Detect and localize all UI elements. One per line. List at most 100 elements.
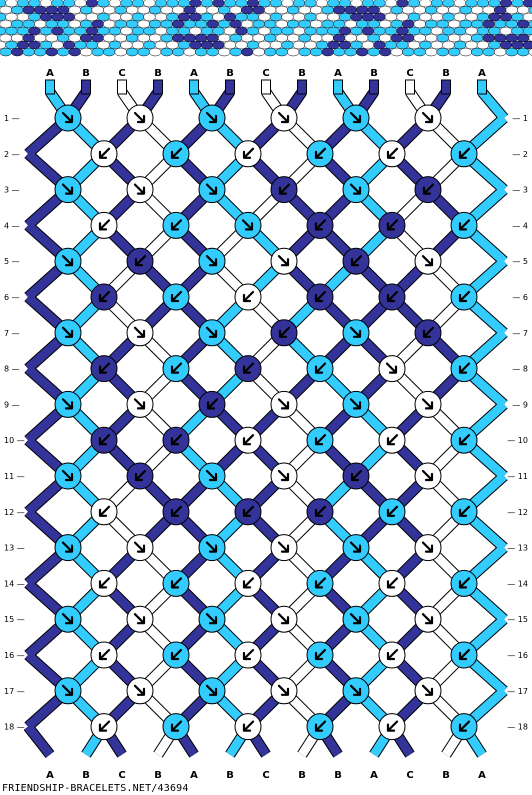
string-stub-top	[441, 79, 451, 95]
string-label-bottom: B	[298, 770, 306, 781]
knot-layer	[54, 104, 478, 741]
knot-arrow-icon	[98, 290, 111, 303]
string-label-top: B	[298, 68, 306, 79]
knot-arrow-icon	[242, 147, 255, 159]
knot-arrow-icon	[421, 541, 434, 553]
knot-arrow-icon	[278, 183, 291, 195]
row-label-left: 7 —	[4, 329, 20, 338]
row-label-left: 3 —	[4, 186, 20, 195]
knot-arrow-icon	[314, 505, 327, 517]
row-label-right: — 9	[512, 400, 528, 409]
knot-arrow-icon	[98, 505, 111, 517]
source-url-footer: FRIENDSHIP-BRACELETS.NET/43694	[2, 783, 189, 794]
knot-arrow-icon	[134, 469, 147, 482]
knot-arrow-icon	[314, 147, 327, 159]
string-label-bottom: A	[190, 770, 198, 781]
knot-arrow-icon	[458, 219, 471, 231]
row-label-right: — 10	[507, 436, 528, 445]
knot-arrow-icon	[170, 362, 183, 374]
row-label-left: 11 —	[4, 472, 25, 481]
string-stub-top	[225, 79, 235, 95]
knot-arrow-icon	[205, 613, 218, 625]
row-label-left: 8 —	[4, 365, 20, 374]
knot-arrow-icon	[61, 326, 74, 338]
knot-arrow-icon	[133, 541, 146, 553]
knot-arrow-icon	[421, 111, 434, 124]
knot-arrow-icon	[350, 255, 363, 267]
preview-knot-B	[522, 0, 532, 8]
knot-arrow-icon	[61, 183, 74, 195]
knot-arrow-icon	[458, 648, 471, 661]
knot-arrow-icon	[134, 255, 147, 267]
row-label-right: — 14	[507, 579, 528, 588]
knot-arrow-icon	[133, 398, 146, 410]
row-label-right: — 8	[512, 365, 528, 374]
knot-arrow-icon	[98, 362, 111, 374]
string-stub-top	[477, 79, 487, 95]
knot-arrow-icon	[458, 147, 471, 159]
knot-arrow-icon	[205, 326, 218, 338]
knot-arrow-icon	[205, 684, 218, 696]
knot-arrow-icon	[277, 111, 290, 124]
knot-arrow-icon	[314, 362, 327, 374]
knot-arrow-icon	[98, 219, 111, 231]
string-stub-top	[153, 79, 163, 95]
knot-arrow-icon	[314, 219, 327, 231]
row-label-right: — 13	[507, 544, 528, 553]
string-label-bottom: C	[262, 770, 269, 781]
string-label-bottom: A	[370, 770, 378, 781]
thread-A	[478, 89, 508, 121]
preview-knot-A	[522, 26, 532, 36]
knot-arrow-icon	[133, 326, 146, 338]
preview-knot-C	[528, 34, 532, 42]
knot-arrow-icon	[170, 219, 183, 231]
knot-arrow-icon	[314, 648, 327, 661]
knot-arrow-icon	[133, 613, 146, 625]
string-label-bottom: A	[46, 770, 54, 781]
string-label-top: A	[46, 68, 54, 79]
string-stub-top	[189, 79, 199, 95]
row-label-left: 15 —	[4, 615, 25, 624]
knot-arrow-icon	[386, 290, 399, 303]
row-label-right: — 3	[512, 186, 528, 195]
knot-arrow-icon	[386, 648, 399, 661]
string-label-top: B	[370, 68, 378, 79]
knot-arrow-icon	[170, 577, 183, 589]
knot-arrow-icon	[278, 326, 291, 338]
knot-arrow-icon	[170, 720, 183, 732]
string-label-bottom: A	[478, 770, 486, 781]
knot-arrow-icon	[386, 147, 399, 159]
knot-arrow-icon	[421, 613, 434, 625]
knot-arrow-icon	[170, 648, 183, 661]
knot-arrow-icon	[386, 720, 399, 732]
knot-arrow-icon	[170, 434, 183, 446]
knot-arrow-icon	[314, 290, 327, 303]
knot-arrow-icon	[206, 398, 219, 410]
string-label-top: C	[118, 68, 125, 79]
knot-arrow-icon	[98, 147, 111, 159]
knot-arrow-icon	[458, 577, 471, 589]
row-label-left: 5 —	[4, 257, 20, 266]
knot-arrow-icon	[277, 541, 290, 553]
thread-B	[24, 723, 54, 758]
string-label-top: B	[154, 68, 162, 79]
knot-arrow-icon	[205, 469, 218, 482]
string-label-top: B	[442, 68, 450, 79]
knot-arrow-icon	[242, 362, 255, 374]
knot-arrow-icon	[170, 147, 183, 159]
knot-arrow-icon	[277, 613, 290, 625]
knot-arrow-icon	[242, 505, 255, 517]
knot-arrow-icon	[61, 541, 74, 553]
row-label-left: 2 —	[4, 150, 20, 159]
knot-arrow-icon	[61, 684, 74, 696]
knot-arrow-icon	[277, 684, 290, 696]
knot-arrow-icon	[386, 577, 399, 589]
knot-arrow-icon	[421, 255, 434, 267]
knot-arrow-icon	[349, 326, 362, 338]
row-label-right: — 15	[507, 615, 528, 624]
knot-arrow-icon	[242, 648, 255, 661]
row-label-right: — 12	[507, 508, 528, 517]
string-stub-top	[117, 79, 127, 95]
knot-arrow-icon	[133, 684, 146, 696]
knot-arrow-icon	[242, 577, 255, 589]
